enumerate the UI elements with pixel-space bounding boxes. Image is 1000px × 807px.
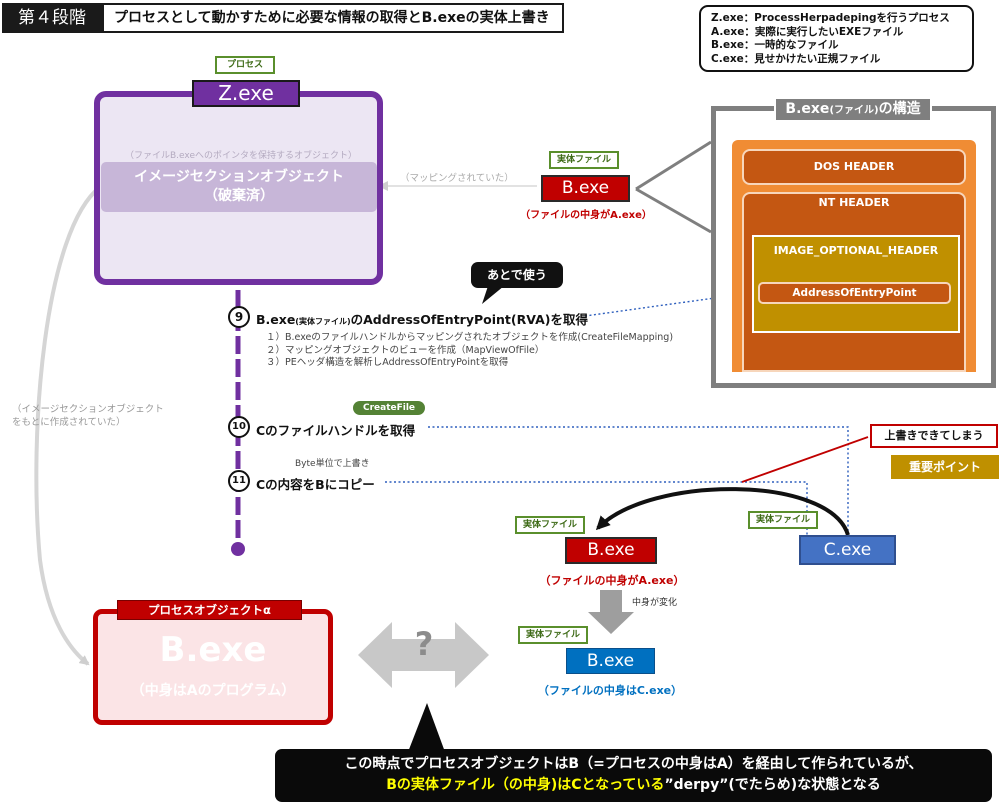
b-exe-file-top: B.exe — [541, 175, 630, 202]
step-9-text: B.exe(実体ファイル)のAddressOfEntryPoint(RVA)を取… — [256, 309, 588, 328]
legend-item: Z.exe：ProcessHerpadepingを行うプロセス — [711, 12, 950, 24]
stage-label: 第４段階 — [2, 3, 102, 33]
process-tag: プロセス — [215, 56, 275, 74]
b-bottom-tag: 実体ファイル — [518, 626, 588, 644]
b-bottom-caption: （ファイルの中身はC.exe） — [537, 684, 683, 697]
content-changed-note: 中身が変化 — [632, 598, 678, 608]
c-tag: 実体ファイル — [748, 511, 818, 529]
legend: Z.exe：ProcessHerpadepingを行うプロセス A.exe：実際… — [699, 5, 974, 72]
step-10-text: Cのファイルハンドルを取得 — [256, 423, 416, 438]
structure-title-main: B.exe — [785, 101, 830, 117]
process-object-label: プロセスオブジェクトα — [117, 600, 302, 620]
legend-item: C.exe：見せかけたい正規ファイル — [711, 52, 881, 65]
page-title: プロセスとして動かすために必要な情報の取得とB.exeの実体上書き — [102, 3, 564, 33]
process-object-name: B.exe — [159, 630, 267, 670]
image-note-line: （イメージセクションオブジェクト — [12, 404, 164, 415]
structure-zoom-lines — [635, 140, 712, 234]
callout-wedge — [408, 703, 445, 752]
image-note-line: をもとに作成されていた） — [12, 417, 126, 428]
substep: ３）PEヘッダ構造を解析しAddressOfEntryPointを取得 — [266, 357, 509, 368]
z-exe-label: Z.exe — [192, 80, 300, 107]
step-11-number: 11 — [228, 470, 250, 492]
structure-title: B.exe(ファイル)の構造 — [774, 97, 932, 122]
substep: １）B.exeのファイルハンドルからマッピングされたオブジェクトを作成(Crea… — [266, 332, 674, 343]
overwrite-warning: 上書きできてしまう — [870, 424, 998, 448]
conclusion-callout: この時点でプロセスオブジェクトはB（=プロセスの中身はA）を経由して作られている… — [275, 749, 992, 802]
substep: ２）マッピングオブジェクトのビューを作成（MapViewOfFile） — [266, 344, 545, 356]
warning-connector — [741, 436, 869, 483]
createfile-pill: CreateFile — [353, 401, 425, 415]
step-10-number: 10 — [228, 416, 250, 438]
entry-point-field: AddressOfEntryPoint — [758, 282, 951, 304]
copy-arrow — [595, 487, 850, 536]
step-9-small: (実体ファイル) — [295, 317, 351, 326]
b-exe-file-mid: B.exe — [565, 537, 657, 564]
b-exe-file-bottom: B.exe — [566, 648, 655, 674]
step-9-number: 9 — [228, 306, 250, 328]
mapping-note: （マッピングされていた） — [400, 173, 514, 184]
step10-link — [428, 426, 849, 535]
callout-highlight: Bの実体ファイル（の中身)はCとなっている — [386, 777, 665, 793]
timeline-end-dot — [231, 542, 245, 556]
image-section-title: イメージセクションオブジェクト — [134, 169, 344, 185]
step-9-substeps: １）B.exeのファイルハンドルからマッピングされたオブジェクトを作成(Crea… — [266, 332, 673, 370]
use-later-bubble: あとで使う — [471, 262, 563, 288]
callout-line1: この時点でプロセスオブジェクトはB（=プロセスの中身はA）を経由して作られている… — [344, 756, 923, 772]
image-section-object: イメージセクションオブジェクト （破棄済） — [101, 162, 377, 212]
pointer-note: （ファイルB.exeへのポインタを保持するオブジェクト） — [124, 151, 357, 161]
important-point-badge: 重要ポイント — [891, 455, 999, 479]
process-object-sub: （中身はAのプログラム） — [130, 683, 296, 699]
image-section-to-process-arrow — [34, 185, 102, 666]
c-exe-file: C.exe — [799, 535, 896, 565]
b-mid-tag: 実体ファイル — [515, 516, 585, 534]
b-top-caption: （ファイルの中身がA.exe） — [520, 210, 652, 221]
structure-title-small: (ファイル) — [829, 105, 879, 116]
byte-overwrite-note: Byte単位で上書き — [295, 459, 370, 469]
b-top-tag: 実体ファイル — [549, 151, 619, 169]
image-section-status: （破棄済） — [204, 188, 274, 204]
optional-header-label: IMAGE_OPTIONAL_HEADER — [773, 244, 939, 257]
step-9-post: のAddressOfEntryPoint(RVA)を取得 — [350, 312, 588, 327]
image-section-note: （イメージセクションオブジェクト をもとに作成されていた） — [12, 403, 164, 429]
legend-item: A.exe：実際に実行したいEXEファイル — [711, 25, 904, 38]
question-mark: ? — [414, 625, 434, 663]
dos-header: DOS HEADER — [742, 149, 966, 185]
nt-header-label: NT HEADER — [818, 196, 890, 209]
legend-item: B.exe：一時的なファイル — [711, 39, 839, 51]
step-9-pre: B.exe — [256, 312, 296, 327]
b-mid-caption: （ファイルの中身がA.exe） — [539, 574, 685, 587]
structure-title-tail: の構造 — [878, 101, 921, 117]
change-down-arrow — [588, 590, 634, 634]
step-11-text: Cの内容をBにコピー — [256, 477, 375, 492]
bubble-tail — [482, 286, 504, 304]
callout-line2: Bの実体ファイル（の中身)はCとなっている”derpy”(でたらめ)な状態となる — [275, 775, 992, 796]
process-object-box — [93, 609, 333, 725]
double-arrow — [358, 622, 489, 688]
callout-rest: ”derpy”(でたらめ)な状態となる — [664, 777, 881, 793]
step11-link — [385, 481, 808, 535]
